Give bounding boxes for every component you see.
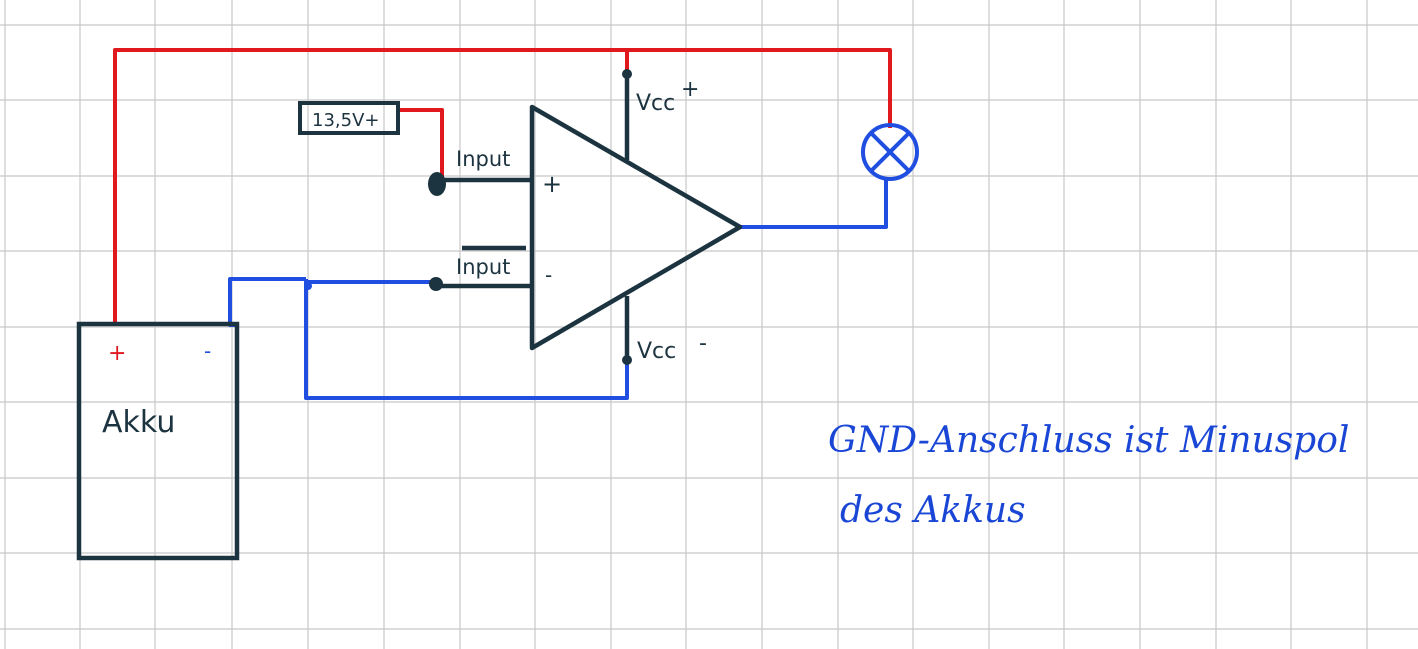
vcc-minus-label: Vcc <box>637 339 676 364</box>
vcc-plus-label: Vcc <box>636 91 675 116</box>
vcc-plus-sign: + <box>681 77 699 102</box>
ground-junction <box>304 282 312 290</box>
vcc-minus-terminal <box>622 355 632 365</box>
input-plus-label: Input <box>456 147 510 171</box>
opamp <box>436 74 743 358</box>
vcc-plus-terminal <box>622 69 632 79</box>
vcc-minus-sign: - <box>699 331 707 356</box>
input-minus-label: Input <box>456 255 510 279</box>
battery-plus-label: + <box>108 341 126 366</box>
output-wire <box>740 178 888 229</box>
connection-dots <box>304 69 632 365</box>
input-minus-terminal <box>429 277 443 291</box>
positive-supply-wire <box>113 48 892 326</box>
battery-label: Akku <box>102 405 175 440</box>
opamp-minus-label: - <box>545 263 552 287</box>
reference-voltage-wire <box>398 108 444 178</box>
ground-wire <box>228 277 629 400</box>
opamp-plus-label: + <box>542 170 562 198</box>
lamp-icon <box>861 123 919 181</box>
input-plus-terminal <box>428 172 446 196</box>
opamp-triangle-icon <box>529 104 743 351</box>
note-line-1: GND-Anschluss ist Minuspol <box>828 420 1349 461</box>
voltage-source-box <box>298 101 400 135</box>
voltage-source-label: 13,5V+ <box>312 110 379 131</box>
note-line-2: des Akkus <box>840 490 1026 531</box>
battery-box <box>76 321 240 561</box>
battery-minus-label: - <box>204 339 211 363</box>
